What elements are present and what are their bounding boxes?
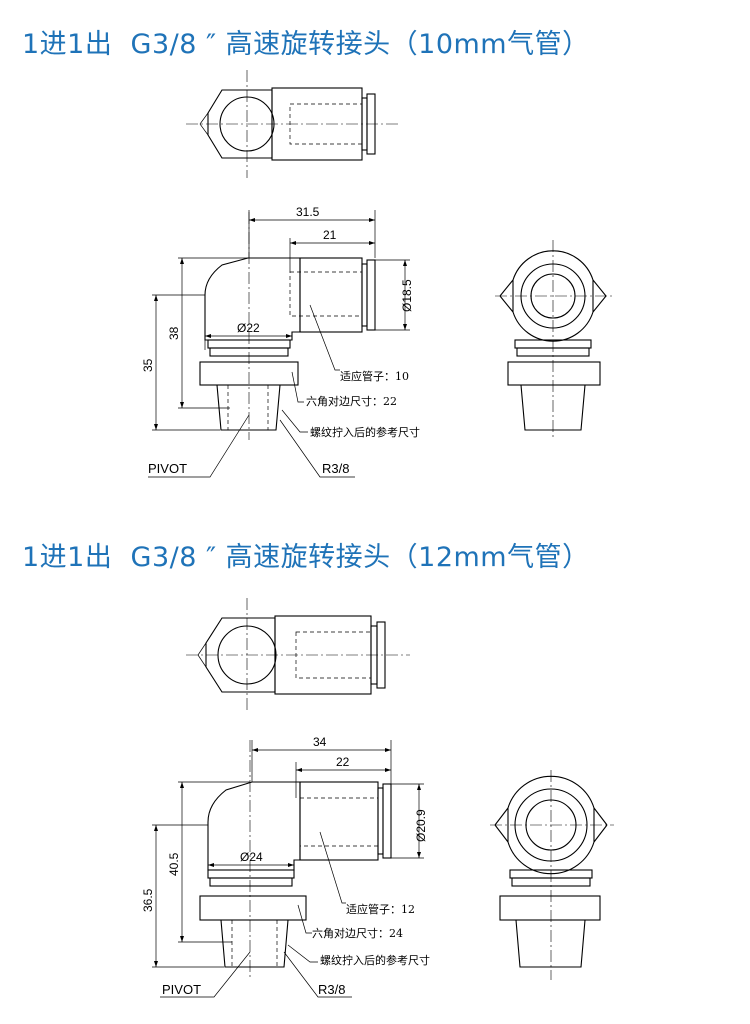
section2-front-view: 34 22 Ø20.9 Ø24 40.5 [141,735,430,998]
s1-dim-height-35: 35 [141,358,155,372]
s2-dim-tube-len: 22 [336,755,350,769]
s2-dim-height-40-5: 40.5 [167,852,181,876]
s2-note-thread-ref: 螺纹拧入后的参考尺寸 [320,953,430,967]
s1-note-thread-ref: 螺纹拧入后的参考尺寸 [310,425,420,439]
s2-dim-body-dia: Ø24 [240,850,263,864]
section2-side-view [490,770,614,980]
section2-drawing: 34 22 Ø20.9 Ø24 40.5 [141,598,614,998]
s1-dim-tube-dia: Ø18.5 [400,279,414,312]
s1-label-thread: R3/8 [322,461,349,476]
s2-dim-tube-dia: Ø20.9 [414,809,428,842]
section1-top-view [186,70,400,178]
s2-note-tube-size: 适应管子：12 [346,902,415,916]
s2-dim-height-36-5: 36.5 [141,888,155,912]
section2-title: 1进1出 G3/8 ″ 高速旋转接头（12mm气管） [22,542,590,573]
s1-dim-body-dia: Ø22 [237,321,260,335]
s1-dim-tube-len: 21 [323,228,337,242]
section1-side-view [495,240,612,440]
section1-title: 1进1出 G3/8 ″ 高速旋转接头（10mm气管） [22,29,590,60]
s2-dim-total-width: 34 [313,735,327,749]
s2-label-thread: R3/8 [318,982,345,997]
section1-front-view: 31.5 21 Ø18.5 Ø22 38 [141,205,420,478]
s1-note-hex-size: 六角对边尺寸：22 [306,394,397,408]
section1-drawing: 31.5 21 Ø18.5 Ø22 38 [141,70,612,478]
s1-dim-total-width: 31.5 [296,205,320,219]
section2-top-view [186,598,410,713]
s1-label-pivot: PIVOT [148,461,187,476]
s1-dim-height-38: 38 [167,326,181,340]
s1-note-tube-size: 适应管子：10 [340,369,409,383]
s2-label-pivot: PIVOT [162,982,201,997]
s2-note-hex-size: 六角对边尺寸：24 [312,926,403,940]
